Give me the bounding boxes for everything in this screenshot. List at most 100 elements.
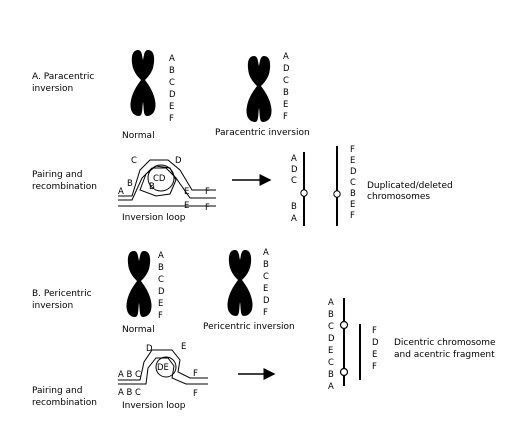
loop-letter: B xyxy=(149,182,155,192)
gene-label: F xyxy=(372,362,377,372)
normal-gene-labels-b: A B C D E F xyxy=(158,251,165,321)
loop-letter: E xyxy=(184,201,189,211)
normal-chromosome-a xyxy=(130,50,156,116)
gene-label: E xyxy=(263,284,268,294)
result-label-b: Dicentric chromosome xyxy=(394,338,496,348)
normal-label-b: Normal xyxy=(122,325,155,335)
loop-letter: A xyxy=(118,187,124,197)
loop-label-a: Inversion loop xyxy=(122,213,186,223)
centromere-left xyxy=(300,189,308,197)
gene-label: A xyxy=(291,154,297,164)
loop-letter: D xyxy=(146,344,153,354)
gene-label: F xyxy=(263,308,268,318)
result-label-b-line2: and acentric fragment xyxy=(394,350,495,360)
gene-label: D xyxy=(158,287,165,297)
inversion-loop-b-letters: D E DE A B C A B C F F xyxy=(118,342,198,399)
gene-label: D xyxy=(263,296,270,306)
loop-letter: CD xyxy=(153,174,166,184)
product-left-labels: A D C B A xyxy=(291,154,298,224)
gene-label: C xyxy=(291,176,297,186)
loop-letter: B xyxy=(127,179,133,189)
gene-label: F xyxy=(350,211,355,221)
gene-label: E xyxy=(350,156,355,166)
loop-letter: C xyxy=(131,156,137,166)
inversion-loop-a xyxy=(118,159,216,207)
gene-label: E xyxy=(283,100,288,110)
gene-label: D xyxy=(328,334,335,344)
gene-label: E xyxy=(372,350,377,360)
pairing-label-a-line2: recombination xyxy=(32,182,97,192)
gene-label: A xyxy=(328,382,334,392)
loop-letter: D xyxy=(175,156,182,166)
inversion-loop-b xyxy=(118,349,208,385)
inverted-label-a: Paracentric inversion xyxy=(215,128,310,138)
gene-label: A xyxy=(158,251,164,261)
gene-label: E xyxy=(158,299,163,309)
gene-label: A xyxy=(283,52,289,62)
result-label-a: Duplicated/deleted xyxy=(367,181,453,191)
gene-label: C xyxy=(169,78,175,88)
centromere-dicentric-top xyxy=(339,320,349,330)
centromere-dicentric-bottom xyxy=(339,367,349,377)
gene-label: E xyxy=(169,102,174,112)
inverted-gene-labels-a: A D C B E F xyxy=(283,52,290,122)
inverted-label-b: Pericentric inversion xyxy=(203,322,295,332)
normal-gene-labels-a: A B C D E F xyxy=(169,54,176,124)
gene-label: D xyxy=(350,167,357,177)
gene-label: B xyxy=(291,202,297,212)
gene-label: B xyxy=(263,260,269,270)
section-b-heading: B. Pericentric xyxy=(32,289,92,299)
gene-label: B xyxy=(328,310,334,320)
pairing-label-b-line2: recombination xyxy=(32,398,97,408)
loop-letter: E xyxy=(181,342,186,352)
loop-letter: F xyxy=(205,187,210,197)
loop-letter: A B C xyxy=(118,388,141,398)
gene-label: F xyxy=(158,311,163,321)
gene-label: D xyxy=(283,64,290,74)
pairing-label-a: Pairing and xyxy=(32,170,82,180)
inversion-loop-a-letters: A B C D CD B E F E F xyxy=(118,156,210,213)
normal-chromosome-b xyxy=(126,251,152,317)
gene-label: C xyxy=(328,322,334,332)
gene-label: D xyxy=(169,90,176,100)
gene-label: A xyxy=(328,298,334,308)
paracentric-chromosome xyxy=(246,56,272,122)
inverted-gene-labels-b: A B C E D F xyxy=(263,248,270,318)
loop-letter: A B C xyxy=(118,370,141,380)
loop-letter: E xyxy=(184,187,189,197)
gene-label: F xyxy=(372,326,377,336)
gene-label: A xyxy=(291,214,297,224)
gene-label: B xyxy=(169,66,175,76)
result-label-a-line2: chromosomes xyxy=(367,192,430,202)
section-a-heading-line2: inversion xyxy=(32,84,73,94)
section-a-heading: A. Paracentric xyxy=(32,72,94,82)
acentric-labels: F D E F xyxy=(372,326,379,372)
loop-letter: DE xyxy=(157,363,169,373)
gene-label: F xyxy=(283,112,288,122)
gene-label: B xyxy=(158,263,164,273)
product-right-labels: F E D C B E F xyxy=(350,145,357,221)
gene-label: A xyxy=(169,54,175,64)
gene-label: C xyxy=(283,76,289,86)
loop-letter: F xyxy=(193,389,198,399)
pericentric-chromosome xyxy=(227,250,253,316)
gene-label: D xyxy=(291,165,298,175)
loop-letter: F xyxy=(193,369,198,379)
gene-label: B xyxy=(350,189,356,199)
gene-label: B xyxy=(328,370,334,380)
normal-label-a: Normal xyxy=(122,131,155,141)
gene-label: D xyxy=(372,338,379,348)
loop-label-b: Inversion loop xyxy=(122,401,186,411)
gene-label: E xyxy=(328,346,333,356)
gene-label: A xyxy=(263,248,269,258)
gene-label: B xyxy=(283,88,289,98)
gene-label: C xyxy=(328,358,334,368)
loop-letter: F xyxy=(205,203,210,213)
gene-label: C xyxy=(158,275,164,285)
gene-label: C xyxy=(350,178,356,188)
dicentric-labels: A B C D E C B A xyxy=(328,298,335,392)
gene-label: C xyxy=(263,272,269,282)
pairing-label-b: Pairing and xyxy=(32,386,82,396)
centromere-right xyxy=(333,190,341,198)
